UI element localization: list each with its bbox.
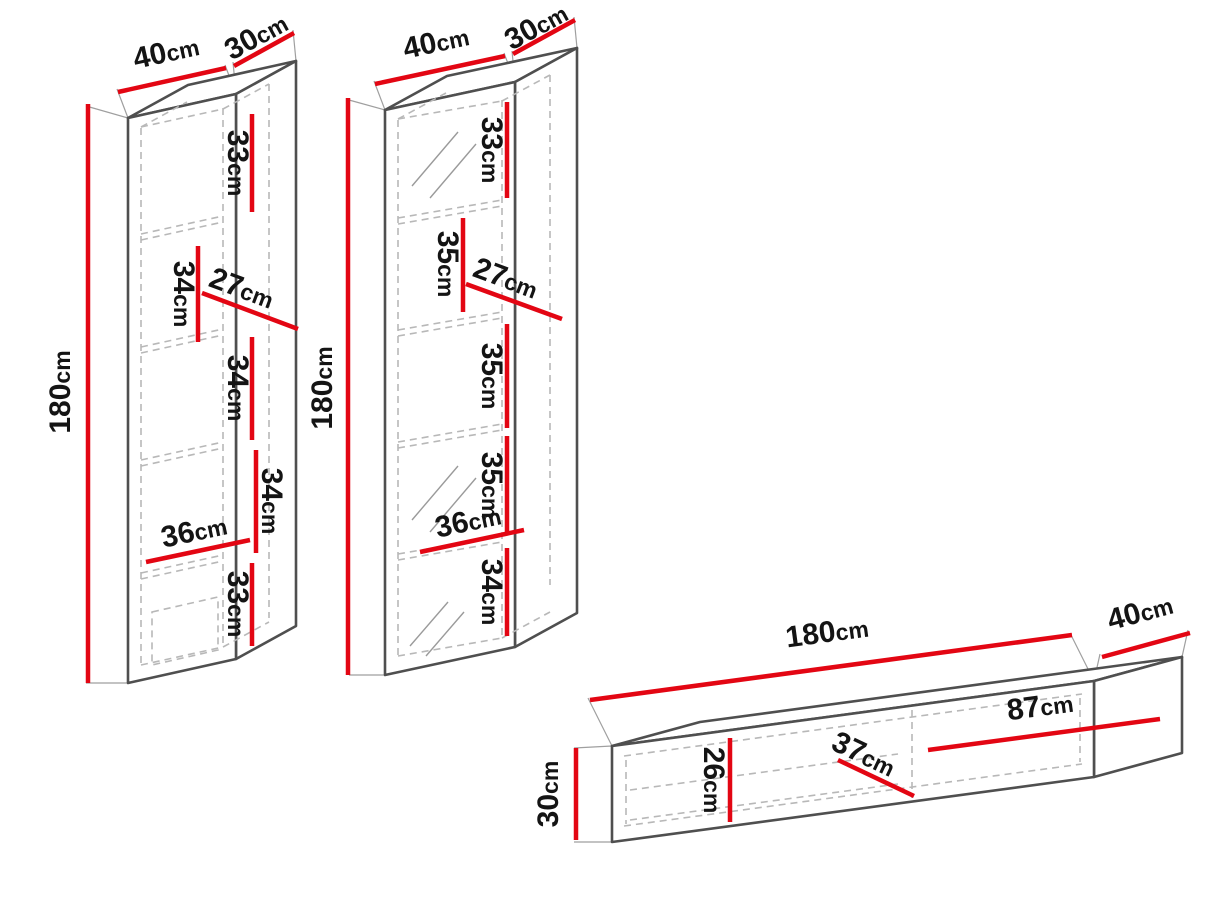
- middle-cabinet-dimension-lines: [345, 18, 577, 675]
- tv-stand-dimension-lines: [573, 630, 1191, 840]
- left-cabinet-height-label: 180cm: [44, 350, 77, 433]
- left-cabinet-dimension-lines: [85, 31, 299, 683]
- middle-cabinet-glass-panes: [409, 131, 477, 657]
- tall-cabinet-left: 40cm 30cm 180cm 33cm 34cm 34cm 34cm 33cm…: [44, 6, 299, 685]
- left-cabinet-width-label: 40cm: [130, 29, 202, 76]
- middle-cabinet-width-label: 40cm: [400, 19, 472, 65]
- left-cabinet-inner-width-label: 36cm: [158, 508, 230, 554]
- left-cabinet-shelf4-label: 34cm: [255, 468, 288, 535]
- left-cabinet-shelf1-label: 33cm: [221, 130, 254, 197]
- left-cabinet-outline: [126, 59, 298, 685]
- tv-stand-hidden-lines: [623, 693, 1083, 827]
- middle-cabinet-outline: [383, 46, 579, 677]
- tall-cabinet-middle: 40cm 30cm 180cm 33cm 35cm 35cm 35cm 34cm…: [306, 0, 579, 677]
- tv-stand-depth-label: 40cm: [1104, 588, 1177, 637]
- left-cabinet-depth-label: 30cm: [219, 6, 293, 67]
- tv-stand-inner-width-label: 87cm: [1005, 686, 1075, 728]
- tv-stand-height-label: 30cm: [532, 761, 565, 828]
- middle-cabinet-shelf5-label: 34cm: [475, 559, 508, 626]
- middle-cabinet-shelf1-label: 33cm: [475, 117, 508, 184]
- left-cabinet-shelf3-label: 34cm: [221, 355, 254, 422]
- left-cabinet-shelf5-label: 33cm: [221, 571, 254, 638]
- middle-cabinet-height-label: 180cm: [306, 346, 339, 429]
- left-cabinet-hidden-lines: [140, 83, 270, 667]
- middle-cabinet-shelf2-label: 35cm: [431, 231, 464, 298]
- left-cabinet-shelf2-label: 34cm: [167, 261, 200, 328]
- middle-cabinet-inner-width-label: 36cm: [432, 498, 504, 544]
- middle-cabinet-depth-label: 30cm: [499, 0, 573, 57]
- middle-cabinet-shelf4-label: 35cm: [475, 452, 508, 519]
- tv-stand-width-label: 180cm: [784, 611, 871, 655]
- tv-stand-outline: [610, 655, 1184, 844]
- tv-stand: 180cm 40cm 30cm 26cm 37cm 87cm: [532, 588, 1191, 844]
- middle-cabinet-shelf3-label: 35cm: [475, 343, 508, 410]
- tv-stand-inner-height-label: 26cm: [697, 747, 730, 814]
